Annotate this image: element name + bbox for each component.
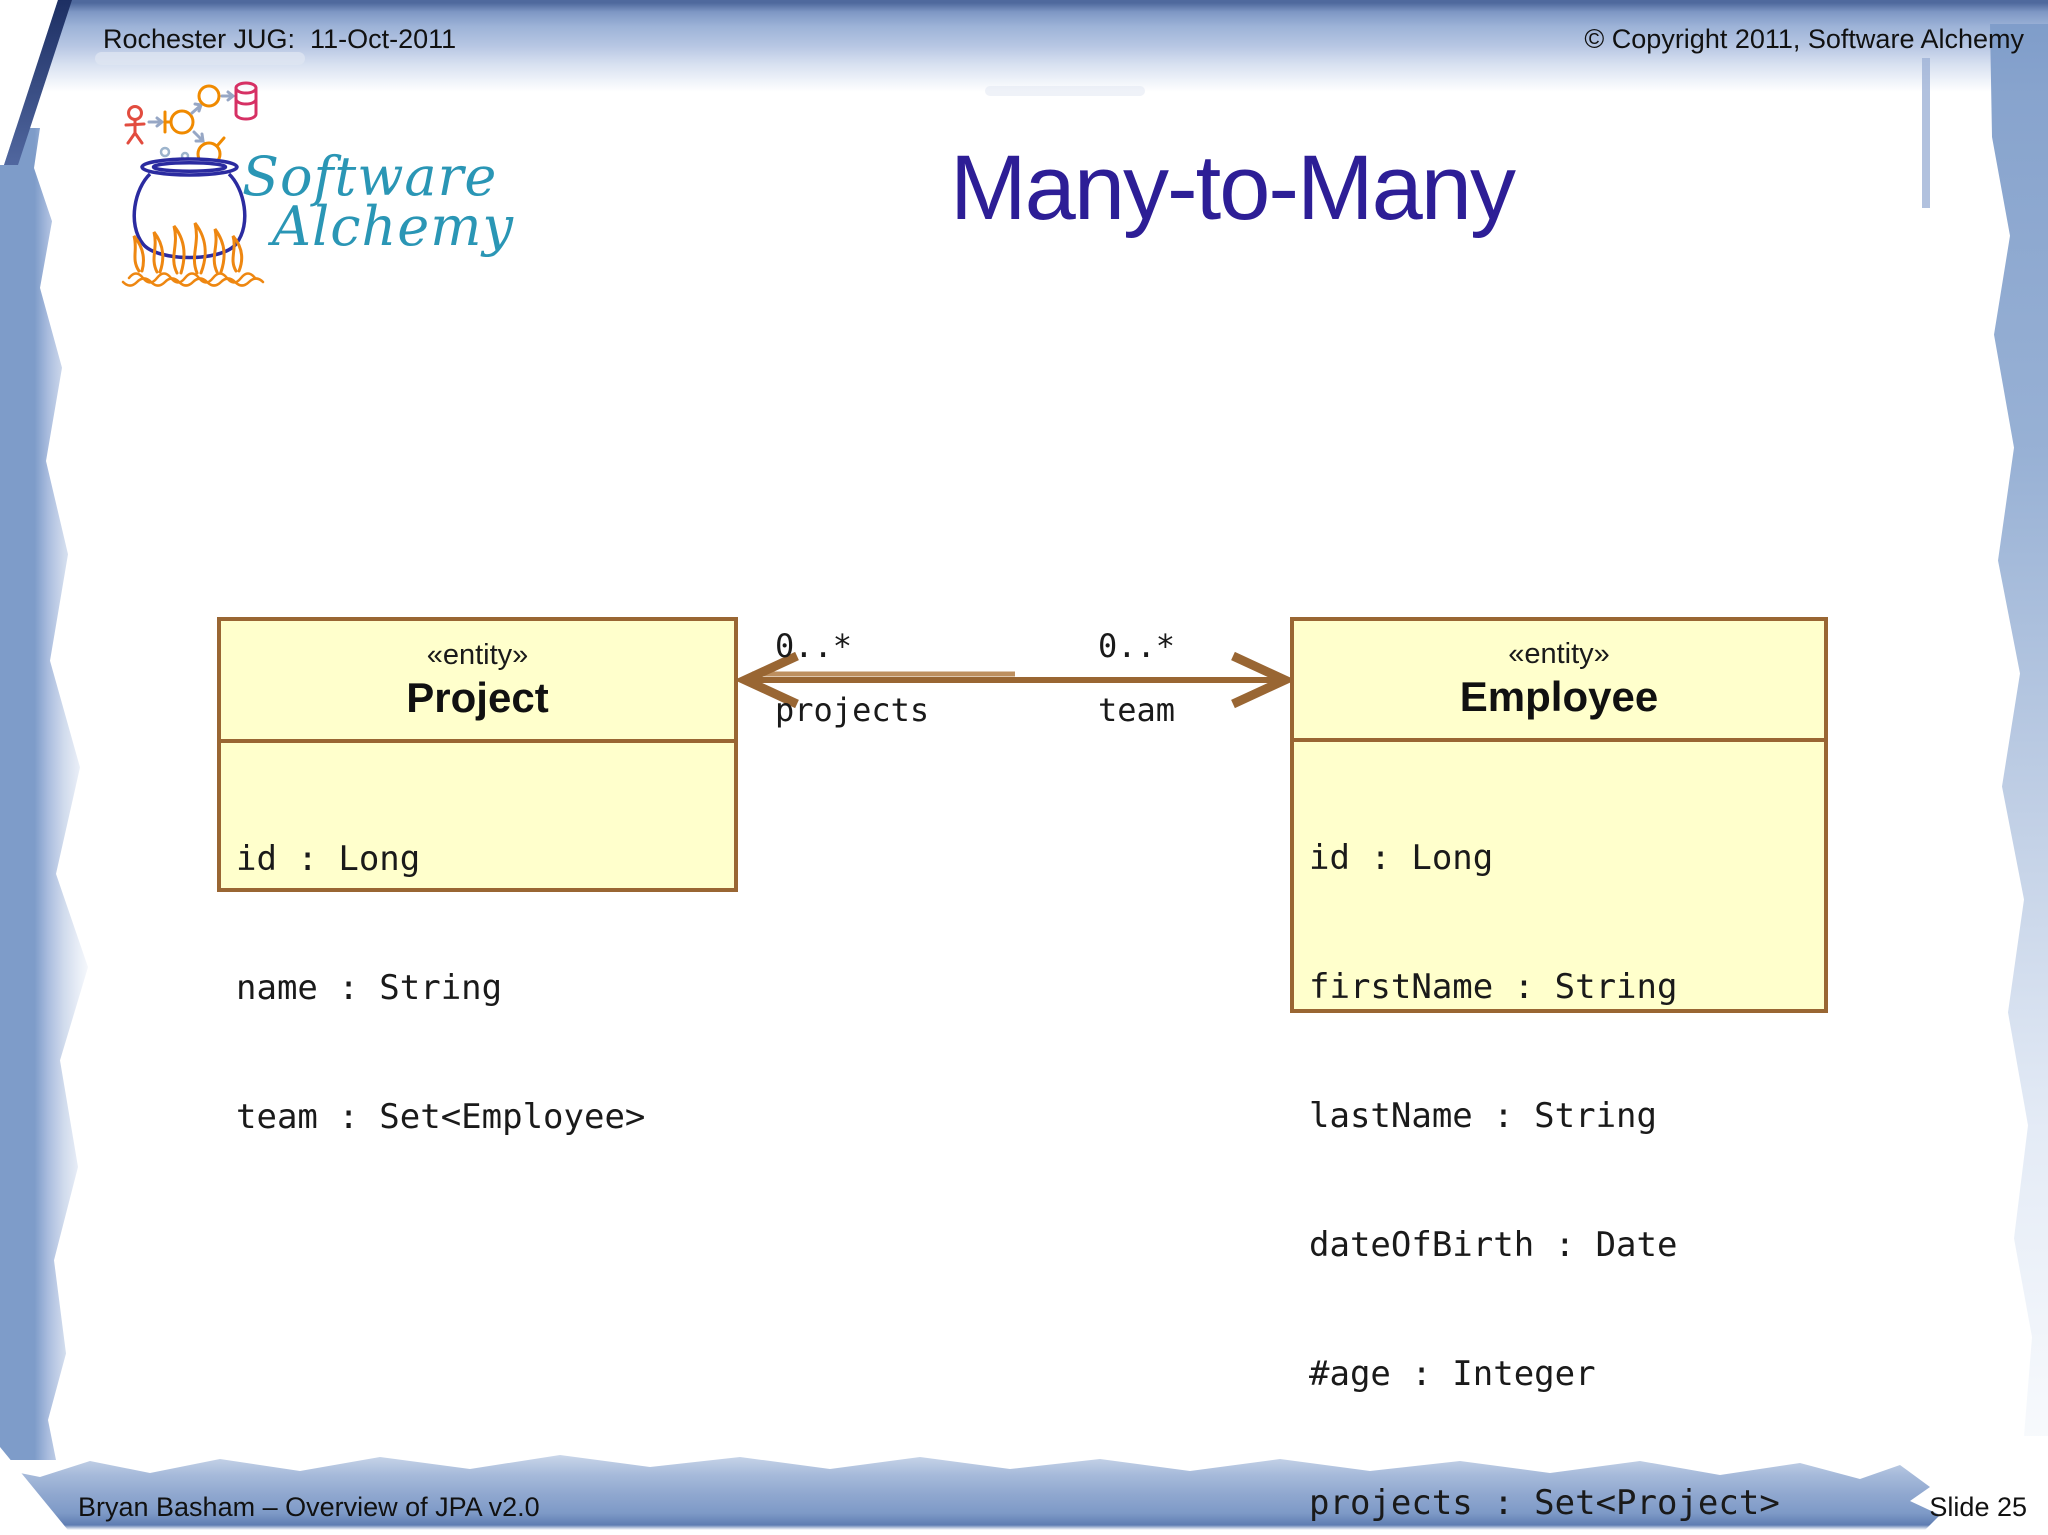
header-event-date: Rochester JUG: 11-Oct-2011 [103,24,457,54]
flames-icon [121,222,265,287]
association-arrow [734,651,1296,709]
attribute-row: team : Set<Employee> [236,1097,646,1137]
logo-text-alchemy: Alchemy [272,195,514,258]
attribute-row: dateOfBirth : Date [1309,1225,1678,1265]
class-name: Project [406,673,549,721]
border-top [0,0,2048,92]
multiplicity-right: 0..* [1098,627,1176,665]
software-alchemy-logo [121,81,265,287]
stereotype-label: «entity» [1508,638,1610,670]
cauldron-icon [132,157,247,260]
border-bottom [0,1455,1940,1535]
attribute-row: lastName : String [1309,1096,1657,1136]
uml-class-employee-header: «entity» Employee [1294,621,1824,742]
uml-class-project: «entity» Project id : Long name : String… [217,617,738,1137]
arrowhead-right-icon [1231,651,1296,709]
footer-slide-number: Slide 25 [1929,1492,2027,1522]
logo-text-software: Software [242,145,498,208]
border-right-inner-line [1922,58,1930,208]
uml-class-employee: «entity» Employee id : Long firstName : … [1290,617,1828,1523]
border-left [0,128,88,1460]
uml-class-project-attributes: id : Long name : String team : Set<Emplo… [221,743,734,1225]
uml-class-project-header: «entity» Project [221,621,734,743]
slide-title: Many-to-Many [950,137,1516,239]
header-copyright: © Copyright 2011, Software Alchemy [1584,24,2024,54]
class-name: Employee [1459,673,1659,720]
arrowhead-left-icon [734,651,799,709]
attribute-row: name : String [236,968,503,1008]
attribute-row: projects : Set<Project> [1309,1483,1780,1523]
footer-author-title: Bryan Basham – Overview of JPA v2.0 [78,1492,540,1522]
watercolor-streak [95,52,305,65]
attribute-row: id : Long [1309,838,1494,878]
stereotype-label: «entity» [426,638,529,671]
uml-class-employee-attributes: id : Long firstName : String lastName : … [1294,742,1824,1535]
role-right: team [1098,691,1176,729]
border-right [1990,24,2048,1436]
multiplicity-left: 0..* [775,627,853,665]
watercolor-streak [985,86,1145,96]
attribute-row: id : Long [236,839,421,879]
attribute-row: #age : Integer [1309,1354,1596,1394]
role-left: projects [775,691,930,729]
attribute-row: firstName : String [1309,967,1678,1007]
transformation-diagram-icon [124,81,258,167]
